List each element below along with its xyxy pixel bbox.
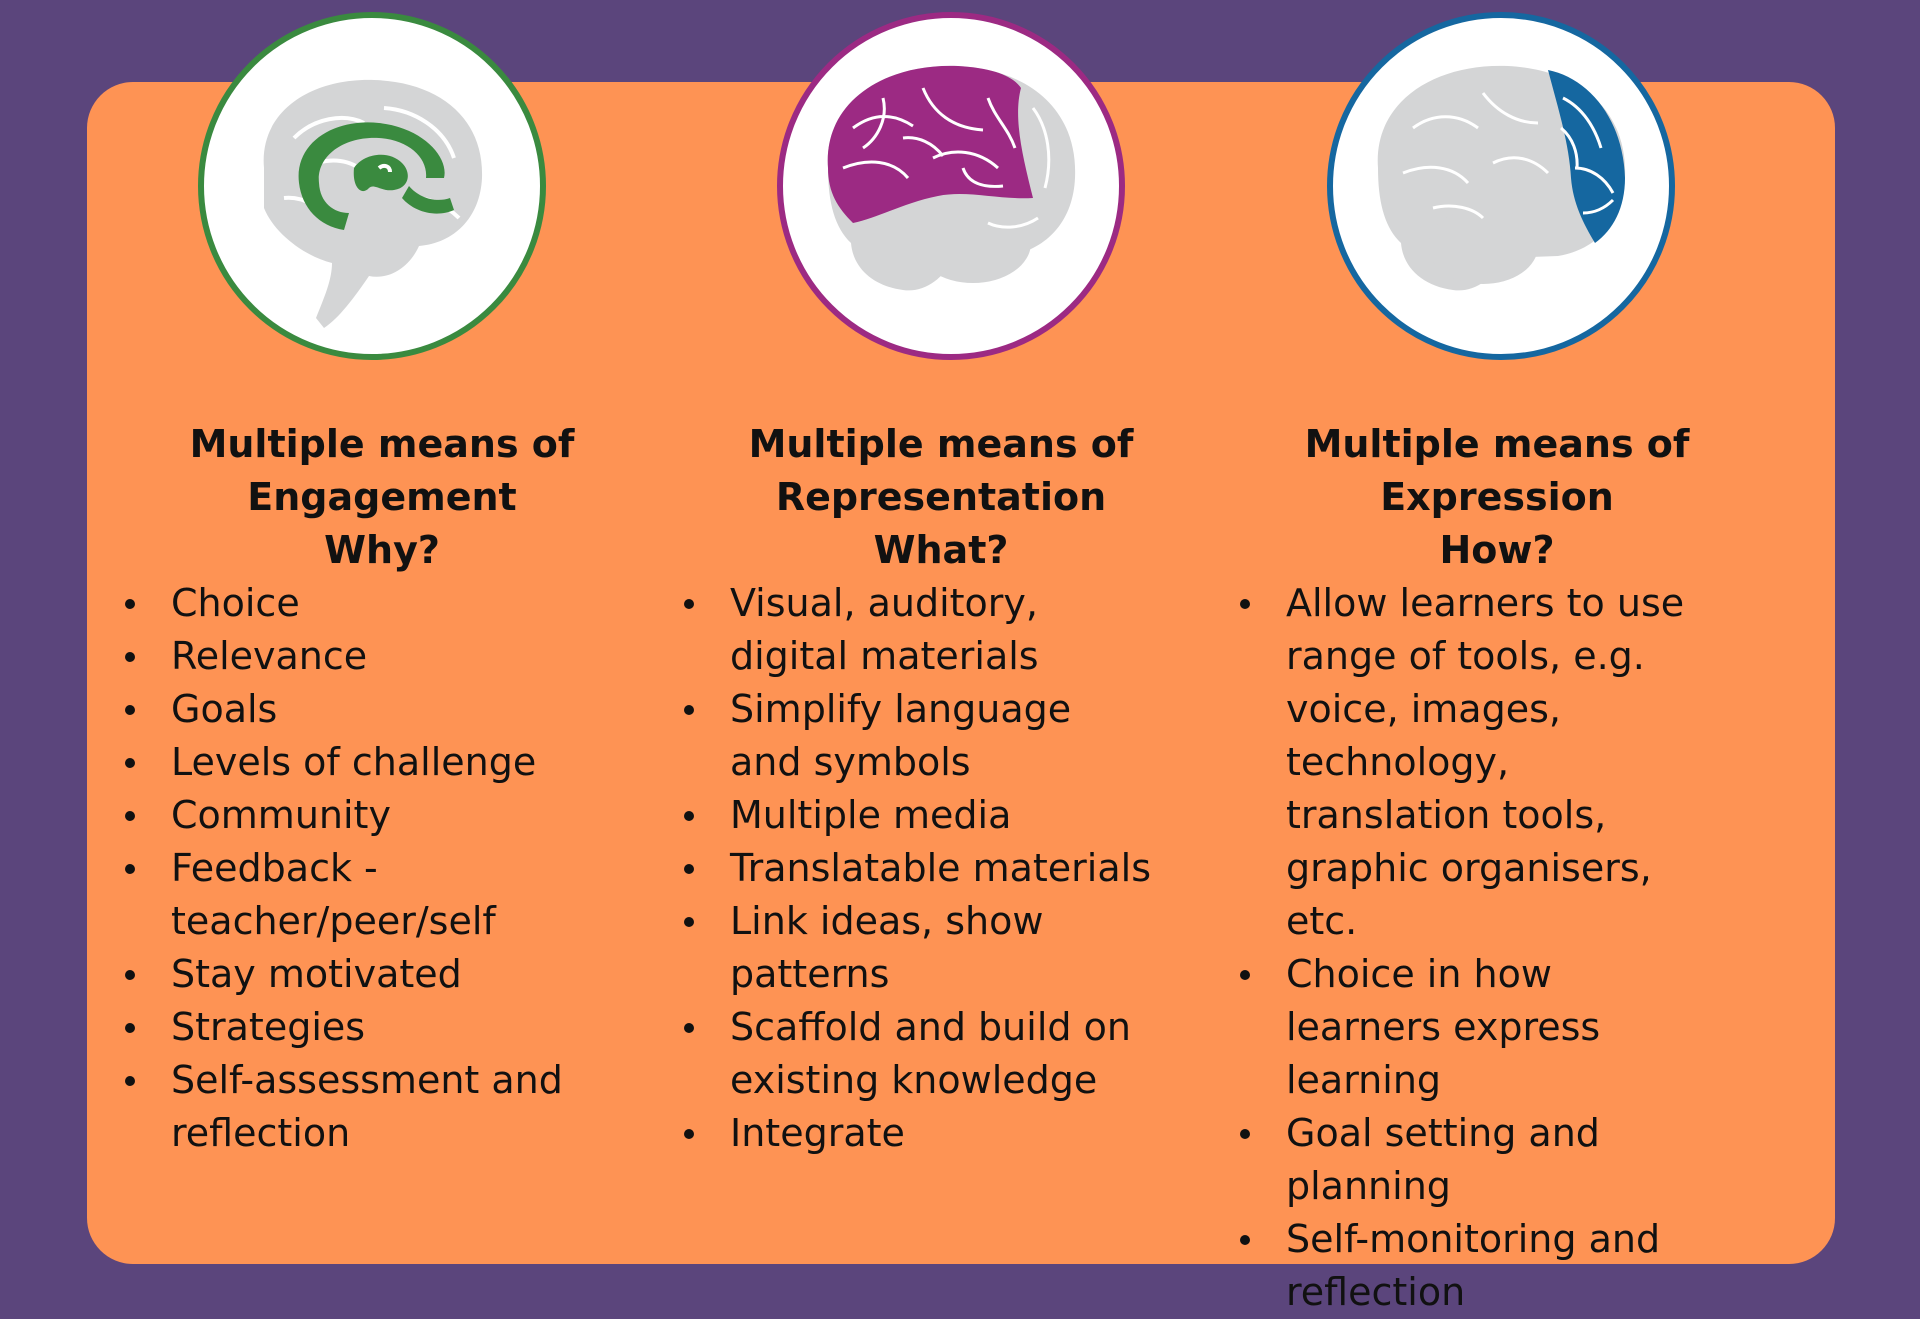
- list-item: Self-monitoring and reflection: [1227, 1213, 1666, 1319]
- heading-line: How?: [1439, 528, 1555, 572]
- list-item: Choice in how learners express learning: [1227, 948, 1706, 1107]
- list-item: Integrate: [671, 1107, 1211, 1160]
- engagement-list: Choice Relevance Goals Levels of challen…: [112, 577, 652, 1160]
- heading-line: Engagement: [247, 475, 517, 519]
- list-item: Choice: [112, 577, 652, 630]
- heading-line: Multiple means of: [748, 422, 1134, 466]
- heading-line: What?: [873, 528, 1009, 572]
- expression-column: Multiple means of Expression How? Allow …: [1227, 418, 1767, 1319]
- representation-list: Visual, auditory, digital materials Simp…: [671, 577, 1211, 1160]
- list-item: Community: [112, 789, 652, 842]
- list-item: Strategies: [112, 1001, 652, 1054]
- list-item: Simplify language and symbols: [671, 683, 1130, 789]
- representation-column: Multiple means of Representation What? V…: [671, 418, 1211, 1160]
- list-item: Allow learners to use range of tools, e.…: [1227, 577, 1686, 948]
- heading-line: Multiple means of: [189, 422, 575, 466]
- expression-brain-icon: [1327, 12, 1675, 360]
- list-item: Relevance: [112, 630, 652, 683]
- list-item: Translatable materials: [671, 842, 1211, 895]
- heading-line: Multiple means of: [1304, 422, 1690, 466]
- list-item: Stay motivated: [112, 948, 652, 1001]
- heading-line: Expression: [1380, 475, 1614, 519]
- engagement-brain-icon: [198, 12, 546, 360]
- list-item: Self-assessment and reflection: [112, 1054, 571, 1160]
- heading-line: Representation: [775, 475, 1107, 519]
- list-item: Feedback - teacher/peer/self: [112, 842, 496, 948]
- list-item: Multiple media: [671, 789, 1211, 842]
- expression-list: Allow learners to use range of tools, e.…: [1227, 577, 1767, 1319]
- representation-brain-icon: [777, 12, 1125, 360]
- engagement-column: Multiple means of Engagement Why? Choice…: [112, 418, 652, 1160]
- list-item: Scaffold and build on existing knowledge: [671, 1001, 1150, 1107]
- heading-line: Why?: [324, 528, 440, 572]
- list-item: Visual, auditory, digital materials: [671, 577, 1130, 683]
- representation-heading: Multiple means of Representation What?: [671, 418, 1211, 577]
- list-item: Goals: [112, 683, 652, 736]
- list-item: Link ideas, show patterns: [671, 895, 1060, 1001]
- list-item: Levels of challenge: [112, 736, 652, 789]
- list-item: Goal setting and planning: [1227, 1107, 1626, 1213]
- expression-heading: Multiple means of Expression How?: [1227, 418, 1767, 577]
- engagement-heading: Multiple means of Engagement Why?: [112, 418, 652, 577]
